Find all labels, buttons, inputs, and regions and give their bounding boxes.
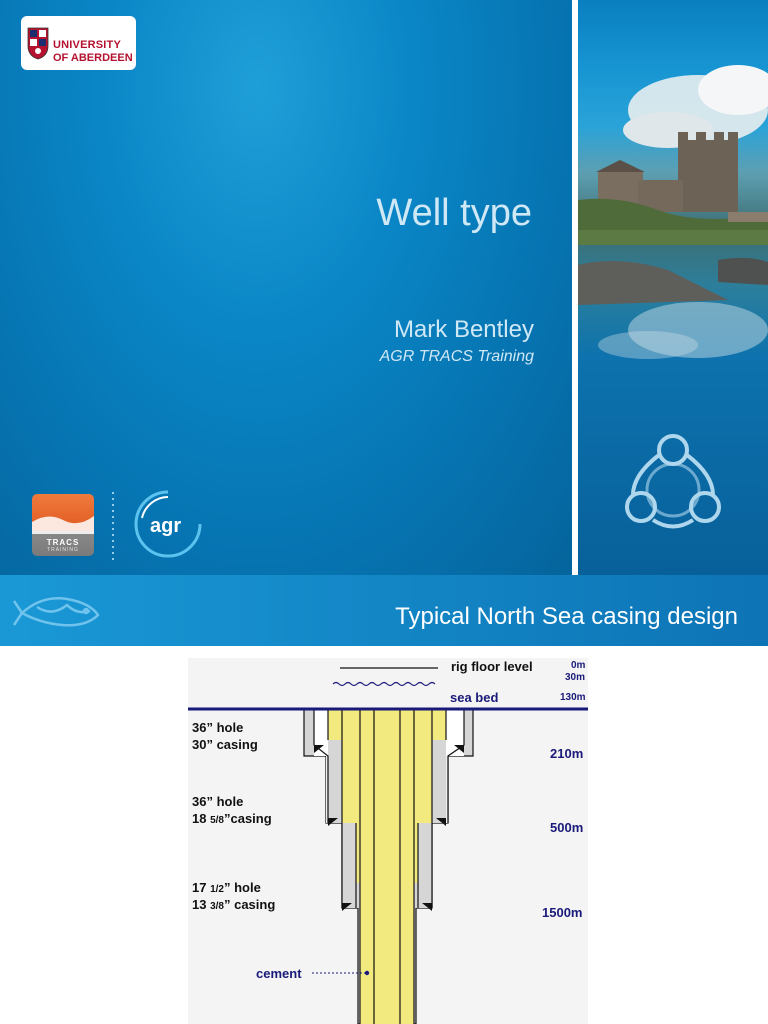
celtic-fish-icon: [12, 597, 100, 627]
string1-casing: 30” casing: [192, 737, 258, 752]
cement-column: [328, 709, 446, 1024]
title-slide: UNIVERSITY OF ABERDEEN Well type Mark Be…: [0, 0, 768, 575]
string2-depth: 500m: [550, 820, 584, 835]
slide-header: Typical North Sea casing design: [0, 575, 768, 646]
sea-level-depth: 30m: [565, 672, 586, 683]
tracs-training-logo: TRACS TRAINING: [32, 494, 94, 556]
string2-hole: 36” hole: [192, 794, 244, 809]
string3-hole: 17 1/2” hole: [192, 880, 261, 895]
logo-separator: [112, 490, 114, 562]
title-slide-background: UNIVERSITY OF ABERDEEN Well type Mark Be…: [0, 0, 572, 575]
sea-bed-label: sea bed: [450, 690, 499, 705]
university-logo-line1: UNIVERSITY: [53, 39, 122, 51]
string2-casing: 18 5/8”casing: [192, 811, 272, 826]
rig-floor-label: rig floor level: [451, 659, 533, 674]
rig-floor-depth: 0m: [571, 660, 586, 671]
author-affiliation: AGR TRACS Training: [379, 348, 534, 365]
university-crest-icon: [27, 27, 49, 60]
slide-title: Typical North Sea casing design: [395, 603, 738, 630]
casing-design-slide: Typical North Sea casing design: [0, 575, 768, 1024]
castle-photo: [578, 0, 768, 575]
tracs-logo-label: TRACS: [46, 538, 80, 547]
author-name: Mark Bentley: [393, 316, 534, 343]
university-logo: UNIVERSITY OF ABERDEEN: [21, 16, 136, 70]
castle-illustration: [578, 65, 768, 529]
casing-diagram-drawing: [188, 667, 588, 1024]
sea-bed-depth: 130m: [560, 692, 586, 703]
string1-hole: 36” hole: [192, 720, 244, 735]
slide-divider: [572, 0, 578, 575]
cement-label: cement: [256, 966, 302, 981]
string1-depth: 210m: [550, 746, 584, 761]
cement-leader-dot: [364, 970, 370, 976]
tracs-wave-icon: [32, 516, 94, 534]
agr-logo: agr: [134, 490, 202, 558]
celtic-knot-icon: [625, 434, 721, 529]
slide-title: Well type: [376, 192, 532, 234]
string3-depth: 1500m: [542, 905, 583, 920]
university-logo-line2: OF ABERDEEN: [53, 52, 133, 64]
tracs-logo-sub: TRAINING: [47, 547, 79, 553]
casing-diagram: rig floor level 0m 30m sea bed 130m 36” …: [188, 658, 588, 1024]
sea-surface-wave: [332, 681, 436, 687]
string3-casing: 13 3/8” casing: [192, 897, 276, 912]
agr-logo-text: agr: [150, 515, 181, 537]
